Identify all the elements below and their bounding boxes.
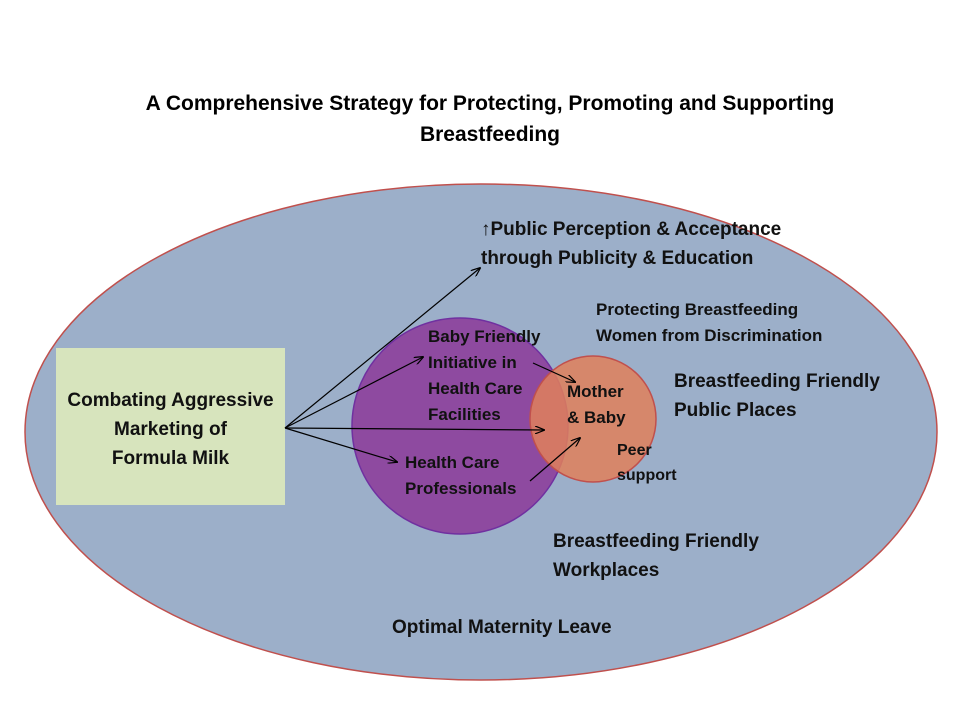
arrow-to-bfi	[284, 357, 423, 429]
formula-milk-line-1: Combating Aggressive	[67, 390, 274, 411]
workplaces-line-1: Breastfeeding Friendly	[553, 531, 759, 552]
public-perception-line-2: through Publicity & Education	[481, 248, 754, 269]
maternity-leave-label: Optimal Maternity Leave	[392, 613, 612, 642]
bfi-line-1: Baby Friendly	[428, 327, 541, 346]
protecting-line-2: Women from Discrimination	[596, 326, 823, 345]
arrow-to-health-care-professionals	[284, 427, 397, 462]
protecting-line-1: Protecting Breastfeeding	[596, 300, 799, 319]
formula-milk-line-2: Marketing of	[114, 419, 227, 440]
mother-baby-line-1: Mother	[567, 382, 624, 401]
arrow-to-public-perception	[284, 268, 480, 429]
public-perception-line-1: ↑Public Perception & Acceptance	[481, 219, 782, 240]
arrow-professionals-to-mother-baby	[529, 438, 580, 482]
peer-support-label: Peer support	[617, 438, 677, 488]
mother-baby-label: Mother & Baby	[567, 379, 626, 431]
bfi-line-3: Health Care	[428, 379, 523, 398]
arrow-bfi-to-mother-baby	[532, 362, 575, 382]
public-perception-label: ↑Public Perception & Acceptance through …	[481, 215, 781, 273]
title-line-1: A Comprehensive Strategy for Protecting,…	[145, 92, 835, 115]
workplaces-label: Breastfeeding Friendly Workplaces	[553, 527, 759, 585]
arrows	[284, 268, 580, 482]
hcp-line-1: Health Care	[405, 453, 500, 472]
arrow-to-mother-baby	[284, 428, 544, 430]
public-places-label: Breastfeeding Friendly Public Places	[674, 367, 880, 425]
hcp-line-2: Professionals	[405, 479, 517, 498]
diagram-title: A Comprehensive Strategy for Protecting,…	[80, 88, 900, 150]
peer-support-line-1: Peer	[617, 442, 652, 459]
peer-support-line-2: support	[617, 467, 677, 484]
formula-milk-label: Combating Aggressive Marketing of Formul…	[56, 386, 285, 473]
formula-milk-box	[56, 348, 285, 505]
formula-milk-line-3: Formula Milk	[111, 448, 230, 469]
bfi-label: Baby Friendly Initiative in Health Care …	[428, 324, 540, 428]
title-line-2: Breastfeeding	[419, 123, 561, 146]
bfi-line-4: Facilities	[428, 405, 501, 424]
protecting-women-label: Protecting Breastfeeding Women from Disc…	[596, 297, 822, 349]
mother-baby-line-2: & Baby	[567, 408, 626, 427]
bfi-line-2: Initiative in	[428, 353, 517, 372]
health-care-professionals-label: Health Care Professionals	[405, 450, 517, 502]
mother-baby-circle	[529, 355, 657, 483]
public-places-line-2: Public Places	[674, 400, 797, 421]
workplaces-line-2: Workplaces	[553, 560, 660, 581]
public-places-line-1: Breastfeeding Friendly	[674, 371, 880, 392]
maternity-leave-text: Optimal Maternity Leave	[392, 617, 612, 638]
